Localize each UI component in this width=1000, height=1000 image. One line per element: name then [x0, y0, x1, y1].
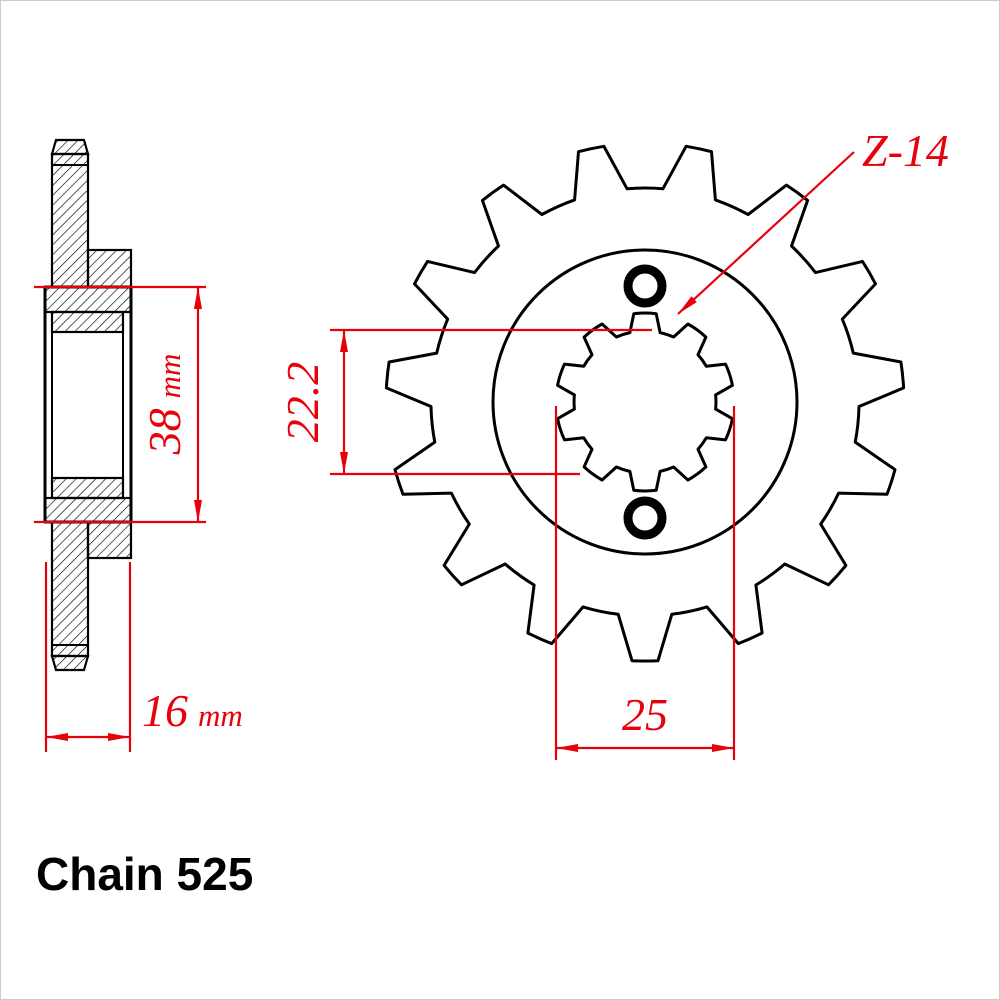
chain-title: Chain 525 [36, 848, 253, 900]
inner-circle [491, 248, 799, 556]
side-view [43, 138, 133, 672]
teeth-count-callout: Z-14 [677, 125, 949, 315]
collar-bottom [86, 520, 133, 560]
plate-bottom [50, 520, 90, 658]
spline-strip-top [50, 310, 125, 334]
mounting-hole-bottom [623, 496, 667, 540]
dim-22-2: 22.2 [277, 328, 652, 476]
spline-bore-outline [556, 311, 734, 493]
tooth-tip-bottom [50, 654, 90, 672]
plate-top [50, 152, 90, 289]
dim-38mm-label: 38mm [139, 354, 190, 456]
mounting-hole-top [623, 264, 667, 308]
dim-25: 25 [554, 406, 736, 760]
dim-25-label: 25 [622, 689, 668, 740]
spline-strip-bottom [50, 476, 125, 500]
teeth-count-label: Z-14 [862, 125, 949, 176]
tooth-tip-top [50, 138, 90, 156]
collar-top [86, 248, 133, 289]
hub-wall-bottom [43, 496, 133, 524]
front-view [384, 144, 906, 663]
hub-wall-top [43, 285, 133, 314]
leader-line [677, 151, 855, 315]
dim-22-2-label: 22.2 [277, 362, 328, 443]
dim-38mm: 38mm [34, 285, 206, 524]
